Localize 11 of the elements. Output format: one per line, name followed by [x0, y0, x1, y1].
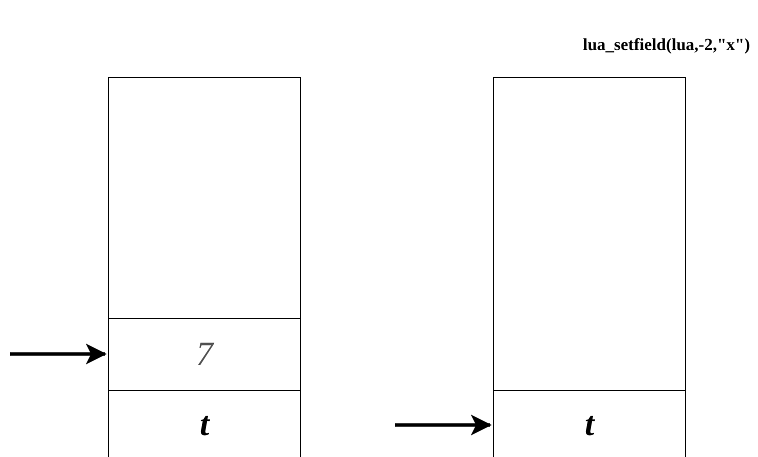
stack-cell	[108, 318, 301, 390]
title: lua_setfield(lua,-2,"x")	[582, 34, 750, 56]
stack-value: 7	[196, 338, 213, 372]
stack-value: t	[584, 408, 594, 442]
stack-box	[108, 77, 301, 318]
stack-value: t	[200, 408, 210, 442]
arrow	[395, 414, 492, 436]
arrow	[10, 344, 107, 364]
stack-cell	[493, 390, 686, 457]
stack-box	[493, 77, 686, 390]
stack-cell	[108, 390, 301, 457]
